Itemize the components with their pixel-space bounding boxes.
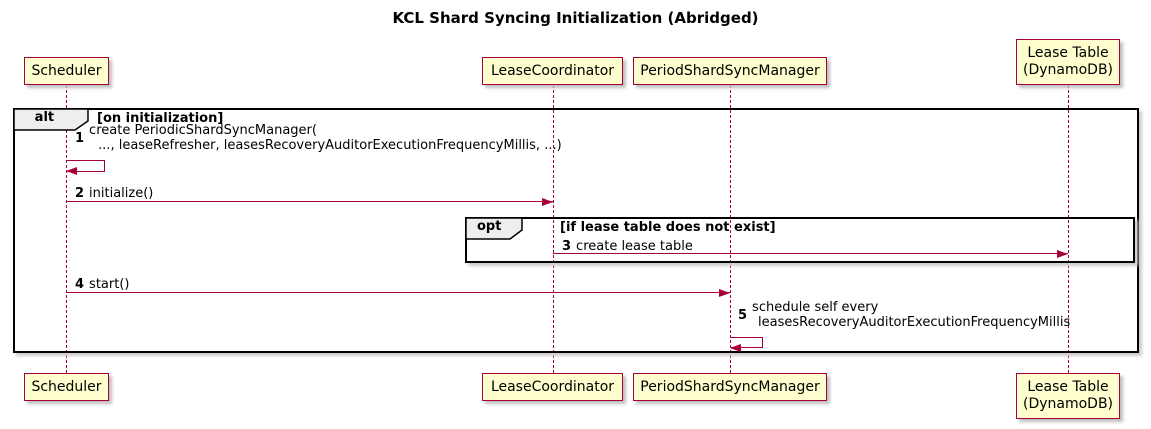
message-4: 4 start() xyxy=(75,277,129,292)
lifeline-period-shard-sync-manager xyxy=(730,85,731,373)
participant-label: LeaseCoordinator xyxy=(490,62,615,79)
message-2-text: initialize() xyxy=(89,186,154,201)
participant-label-line2: (DynamoDB) xyxy=(1022,62,1114,78)
message-1-text-line2: ..., leaseRefresher, leasesRecoveryAudit… xyxy=(98,138,562,153)
opt-frame-guard: [if lease table does not exist] xyxy=(560,220,776,235)
participant-period-shard-sync-manager-top: PeriodShardSyncManager xyxy=(633,57,827,85)
participant-label: Lease Table xyxy=(1027,45,1109,61)
lifeline-lease-coordinator xyxy=(553,85,554,373)
message-1: 1 create PeriodicShardSyncManager( ..., … xyxy=(75,123,562,153)
message-5-arrowhead-icon xyxy=(730,344,741,352)
opt-frame-label-pentagon: opt xyxy=(466,218,524,240)
message-3-number: 3 xyxy=(562,239,572,254)
participant-lease-table-top: Lease Table (DynamoDB) xyxy=(1016,39,1120,85)
participant-scheduler-top: Scheduler xyxy=(24,57,109,85)
participant-label: PeriodShardSyncManager xyxy=(640,378,820,395)
participant-label: LeaseCoordinator xyxy=(490,378,615,395)
message-3-arrow xyxy=(553,253,1068,254)
message-1-number: 1 xyxy=(75,130,85,146)
participant-label-line2: (DynamoDB) xyxy=(1022,396,1114,412)
lifeline-scheduler xyxy=(66,85,67,373)
message-4-text: start() xyxy=(89,277,130,292)
participant-lease-coordinator-top: LeaseCoordinator xyxy=(482,57,623,85)
participant-label: Scheduler xyxy=(31,378,102,395)
message-2-arrowhead-icon xyxy=(542,198,553,206)
alt-frame-guard: [on initialization] xyxy=(97,111,224,126)
message-2-number: 2 xyxy=(75,186,85,201)
message-2-arrow xyxy=(66,201,553,202)
message-3-arrowhead-icon xyxy=(1057,250,1068,258)
message-4-number: 4 xyxy=(75,277,85,292)
message-1-arrowhead-icon xyxy=(66,167,77,175)
message-5-text-line1: schedule self every xyxy=(752,300,879,315)
lifeline-lease-table xyxy=(1068,85,1069,373)
pentagon-shape-icon xyxy=(14,109,89,131)
alt-frame-operator: alt xyxy=(34,110,55,125)
message-4-arrowhead-icon xyxy=(719,289,730,297)
message-5-number: 5 xyxy=(738,307,748,323)
message-3: 3 create lease table xyxy=(562,239,693,254)
alt-frame-label-pentagon: alt xyxy=(14,109,90,131)
message-3-text: create lease table xyxy=(576,239,693,254)
participant-label: Scheduler xyxy=(31,62,102,79)
pentagon-shape-icon xyxy=(466,218,523,240)
participant-period-shard-sync-manager-bottom: PeriodShardSyncManager xyxy=(633,373,827,401)
message-1-text-line1: create PeriodicShardSyncManager( xyxy=(89,123,317,138)
alt-frame xyxy=(13,108,1139,353)
opt-frame-operator: opt xyxy=(476,219,502,234)
message-2: 2 initialize() xyxy=(75,186,153,201)
participant-lease-coordinator-bottom: LeaseCoordinator xyxy=(482,373,623,401)
participant-label: Lease Table xyxy=(1027,379,1109,395)
diagram-title: KCL Shard Syncing Initialization (Abridg… xyxy=(392,9,759,27)
participant-label: PeriodShardSyncManager xyxy=(640,62,820,79)
participant-scheduler-bottom: Scheduler xyxy=(24,373,109,401)
message-1-self-arrow xyxy=(66,160,105,172)
message-5-text-line2: leasesRecoveryAuditorExecutionFrequencyM… xyxy=(758,315,1071,330)
message-4-arrow xyxy=(66,292,730,293)
participant-lease-table-bottom: Lease Table (DynamoDB) xyxy=(1016,373,1120,419)
opt-frame xyxy=(465,217,1135,263)
message-5-self-arrow xyxy=(730,337,763,348)
message-5: 5 schedule self every leasesRecoveryAudi… xyxy=(738,300,1070,330)
